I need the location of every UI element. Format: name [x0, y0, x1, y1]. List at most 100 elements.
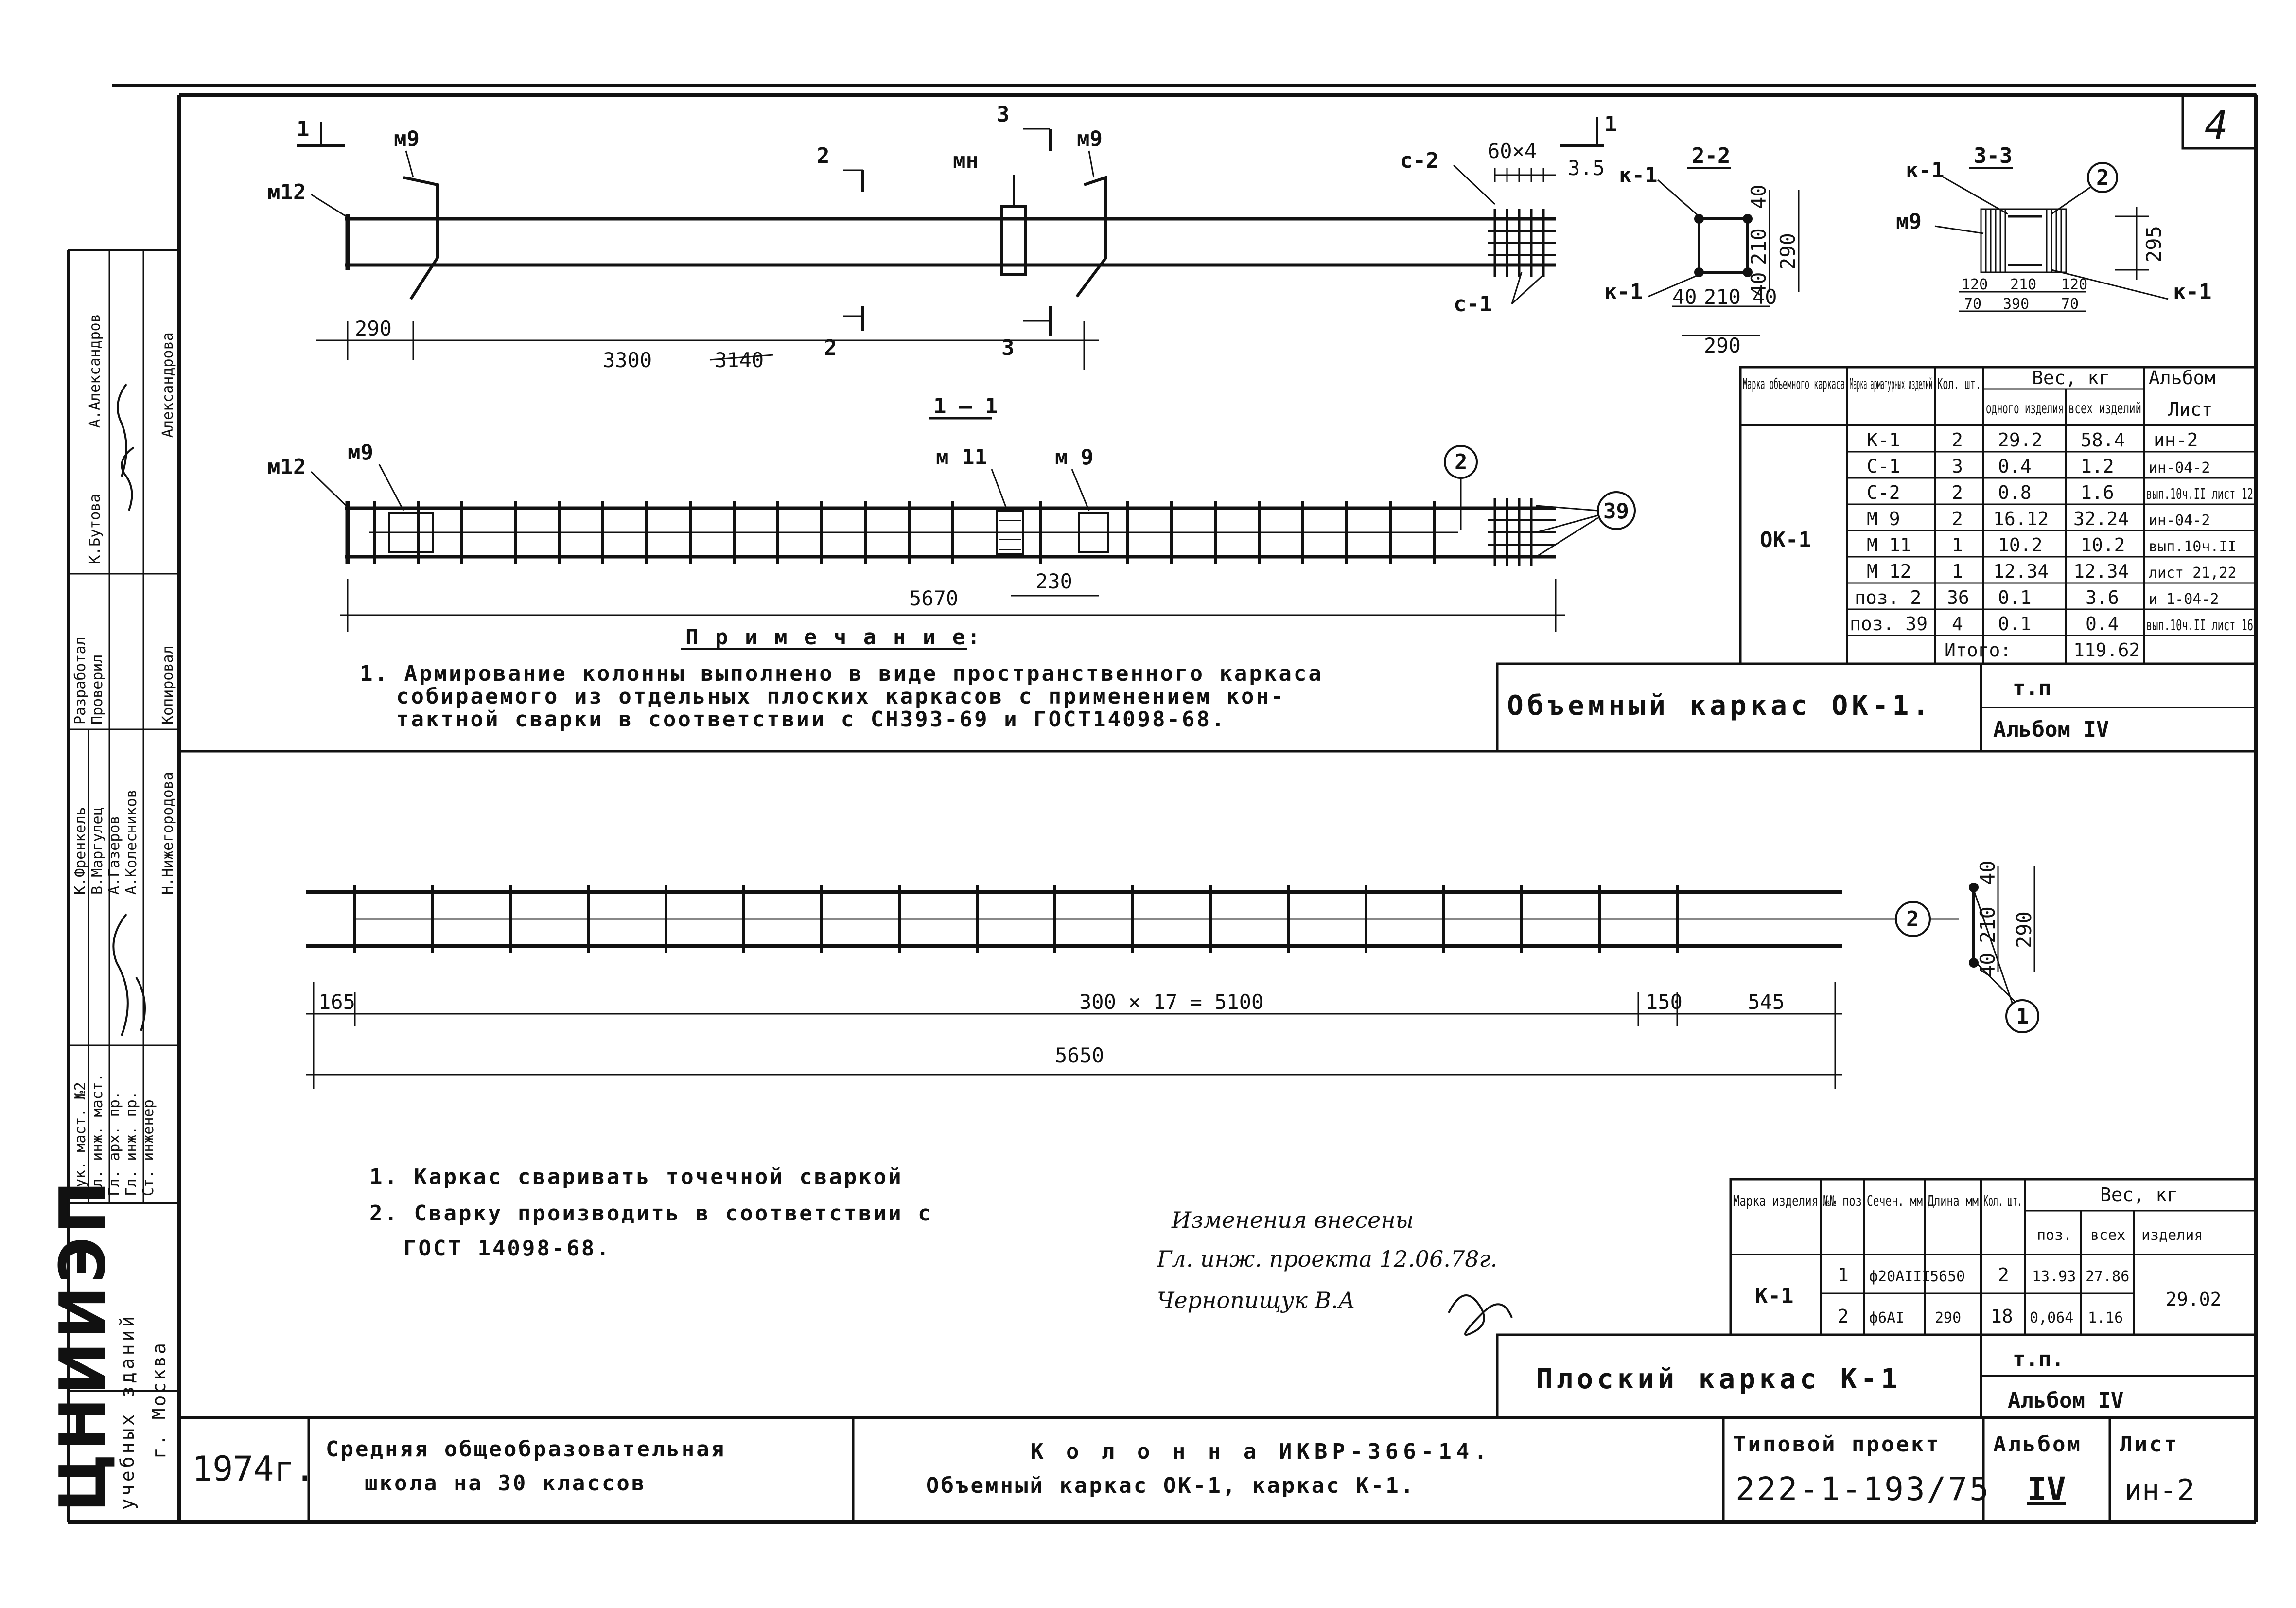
sig-role-razrabotal: Разработал — [72, 636, 89, 724]
table-cell: 27.86 — [2086, 1268, 2129, 1285]
label-plate: 60×4 — [1488, 139, 1537, 163]
signature-strip: А.Александров К.Бутова Александрова Разр… — [46, 249, 179, 1512]
sig-name-aleksandrov: А.Александров — [87, 314, 104, 428]
table-cell: 2 — [1952, 429, 1963, 451]
table-cell: 12.34 — [1993, 561, 2049, 582]
table-cell: 0.4 — [2086, 613, 2119, 635]
table-k1-total: 29.02 — [2166, 1289, 2221, 1310]
section-1-1-dim-5670: 5670 — [909, 586, 958, 610]
flat-frame-dim-545: 545 — [1748, 990, 1785, 1014]
label-m9-left: м9 — [394, 126, 420, 151]
table-cell: 1 — [1952, 534, 1963, 556]
section-2-2-k1-bottom: к-1 — [1604, 280, 1643, 304]
section-2-2-dim-210h: 210 — [1704, 285, 1741, 309]
table-cell: ин-04-2 — [2149, 459, 2210, 477]
stamp-project-line-1: Средняя общеобразовательная — [326, 1437, 726, 1462]
flat-frame-dim-5650: 5650 — [1055, 1043, 1104, 1067]
flat-frame-dim-290: 290 — [2012, 911, 2036, 948]
table-ok1: Марка объемного каркаса Марка арматурных… — [1739, 366, 2257, 665]
table-cell: 3.6 — [2086, 587, 2119, 608]
table-cell: 12.34 — [2073, 561, 2129, 582]
section-2-2-dim-290h: 290 — [1704, 334, 1741, 357]
table-cell: 10.2 — [1998, 534, 2043, 556]
table-cell: 1.16 — [2088, 1309, 2123, 1326]
table-ok1-h3: Кол. шт. — [1937, 376, 1981, 393]
title-ok1-tp: т.п — [2013, 676, 2051, 701]
sheet-number-box: 4 — [2181, 93, 2257, 150]
table-cell: 16.12 — [1993, 508, 2049, 530]
sig-name-butova: К.Бутова — [87, 494, 104, 565]
table-k1-mark: К-1 — [1755, 1284, 1793, 1308]
flat-frame-dim-mid: 300 × 17 = 5100 — [1079, 990, 1263, 1014]
note-1-line-2: собираемого из отдельных плоских каркасо… — [396, 684, 1285, 709]
section-1-1-stirrups — [373, 501, 1436, 564]
section-1-1-m9b: м 9 — [1055, 445, 1093, 470]
section-2-2-k1-top: к-1 — [1619, 163, 1657, 188]
label-c2: с-2 — [1400, 148, 1438, 173]
end-mesh — [1488, 168, 1556, 277]
section-3-3-dim-210: 210 — [2010, 276, 2036, 293]
section-3-3-pos: 2 — [2096, 165, 2109, 190]
table-cell: 0.1 — [1998, 613, 2032, 635]
cut-3-bottom: 3 — [1001, 336, 1015, 360]
table-k1-h8: изделия — [2141, 1227, 2203, 1244]
table-k1-h3: Сечен. мм — [1867, 1193, 1923, 1210]
table-cell: 13.93 — [2032, 1268, 2076, 1285]
table-ok1-h1: Марка объемного каркаса — [1743, 376, 1845, 393]
table-cell: 0.1 — [1998, 587, 2032, 608]
handwritten-note: Изменения внесены Гл. инж. проекта 12.06… — [1157, 1207, 1513, 1336]
dim-3140-struck: 3140 — [715, 348, 764, 372]
table-cell: 1.2 — [2081, 456, 2114, 477]
section-1-1-title: 1 – 1 — [933, 394, 998, 419]
table-k1-h1: Марка изделия — [1733, 1193, 1818, 1210]
section-2-2-dim-40b: 40 — [1747, 272, 1770, 297]
stamp-subject-line-1: К о л о н н а ИКВР-366-14. — [1031, 1439, 1492, 1464]
table-ok1-h6: Лист — [2168, 399, 2213, 420]
handwritten-line-3: Чернопищук В.А — [1157, 1287, 1355, 1313]
section-3-3-dim-390: 390 — [2003, 296, 2029, 313]
table-row: С-2 2 0.8 1.6 вып.10ч.II лист 12 — [1867, 482, 2253, 503]
title-k1-album: Альбом IV — [2008, 1388, 2123, 1413]
table-cell: 10.2 — [2081, 534, 2125, 556]
table-cell: 1 — [1838, 1264, 1849, 1286]
label-c1: с-1 — [1454, 292, 1492, 317]
section-1-1-pos2: 2 — [1455, 450, 1468, 475]
title-ok1-name: Объемный каркас ОК-1. — [1507, 690, 1933, 722]
section-1-1-m12: м12 — [267, 455, 306, 479]
stamp-tp-number: 222-1-193/75 — [1735, 1470, 1991, 1508]
table-k1-h2: №№ поз — [1823, 1193, 1862, 1210]
note-2-line-1: 1. Каркас сваривать точечной сваркой — [369, 1165, 903, 1189]
table-k1: Марка изделия №№ поз Сечен. мм Длина мм … — [1729, 1178, 2257, 1336]
title-ok1-album: Альбом IV — [1993, 717, 2109, 742]
dim-290: 290 — [355, 317, 392, 340]
table-cell: С-2 — [1867, 482, 1900, 503]
sheet-frame — [67, 84, 2258, 1524]
title-k1-tp: т.п. — [2013, 1347, 2064, 1372]
section-3-3-m9: м9 — [1896, 209, 1922, 234]
table-ok1-h2: Марка арматурных изделий — [1850, 376, 1932, 393]
stamp-project-line-2: школа на 30 классов — [365, 1471, 646, 1496]
table-cell: ф20АIII — [1869, 1268, 1930, 1285]
sig-role-kopiroval: Копировал — [159, 645, 176, 724]
title-k1: Плоский каркас К-1 т.п. Альбом IV — [1496, 1333, 2257, 1419]
table-cell: 4 — [1952, 613, 1963, 635]
sig-pos-4: Гл. инж. пр. — [123, 1091, 140, 1196]
section-3-3-dim-70b: 70 — [2061, 296, 2079, 313]
cut-1-left: 1 — [297, 117, 310, 141]
table-row: М 11 1 10.2 10.2 вып.10ч.II — [1867, 534, 2237, 556]
table-cell: М 9 — [1867, 508, 1900, 530]
table-cell: вып.10ч.II лист 16 — [2146, 617, 2253, 634]
table-cell: 2 — [1838, 1306, 1849, 1327]
table-cell: 58.4 — [2081, 429, 2125, 451]
stamp-sheet-value: ин-2 — [2124, 1473, 2195, 1507]
stamp-album-value: IV — [2027, 1470, 2066, 1508]
note-2-line-3: ГОСТ 14098-68. — [403, 1236, 611, 1261]
table-cell: 0.4 — [1998, 456, 2032, 477]
table-row: С-1 3 0.4 1.2 ин-04-2 — [1867, 456, 2210, 477]
section-3-3-dim-120b: 120 — [2061, 276, 2087, 293]
org-name: ЦНИИЭП — [46, 1178, 120, 1512]
sig-pos-1: Рук. маст. №2 — [72, 1082, 89, 1196]
sig-role-proveril: Проверил — [89, 654, 106, 725]
sig-pos-3: Гл. арх. пр. — [106, 1091, 123, 1196]
table-cell: М 12 — [1867, 561, 1911, 582]
